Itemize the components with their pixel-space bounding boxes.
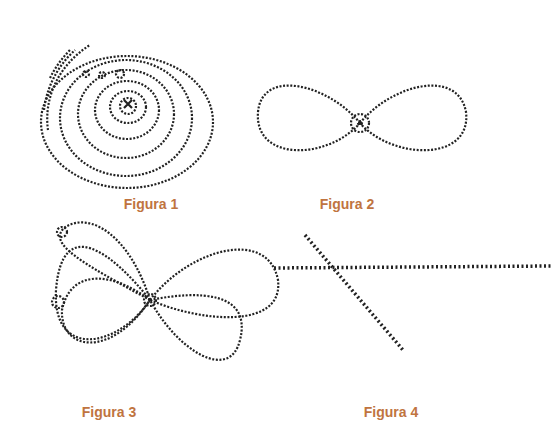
figure-caption: Figura 3 bbox=[82, 404, 136, 420]
lemniscate-sketch bbox=[258, 86, 466, 151]
multi-lobe-sketch bbox=[52, 222, 278, 359]
crossing-lines bbox=[274, 235, 552, 350]
figure-caption: Figura 4 bbox=[364, 404, 418, 420]
figure-caption: Figura 1 bbox=[124, 196, 178, 212]
orbit-sketch bbox=[41, 45, 213, 188]
figure-caption: Figura 2 bbox=[320, 196, 374, 212]
